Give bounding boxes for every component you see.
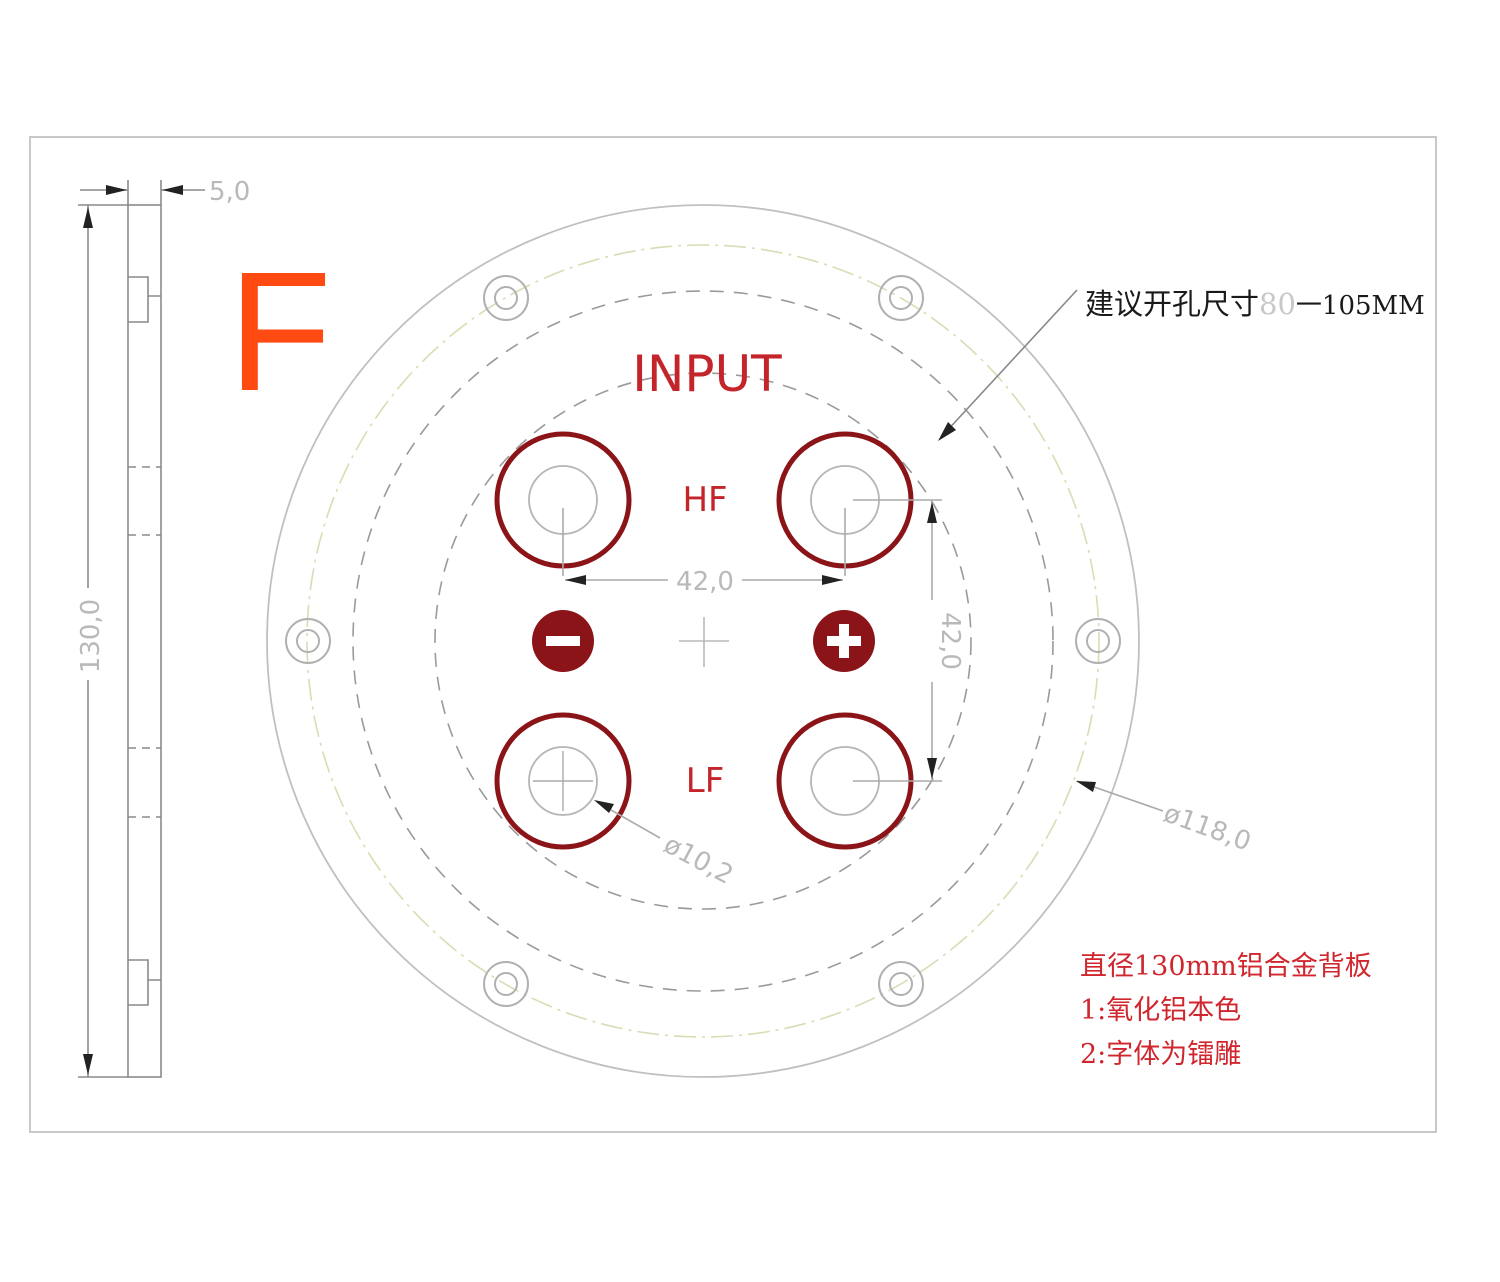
- cutout-range-start: 80: [1259, 287, 1296, 321]
- horizontal-spacing-label: 42,0: [676, 567, 734, 597]
- note-line-3: 2:字体为镭雕: [1080, 1039, 1241, 1070]
- vertical-spacing-dimension: [927, 502, 937, 779]
- center-mark: [679, 617, 729, 667]
- hole-diameter-label: ø10,2: [659, 830, 738, 891]
- horizontal-spacing-dimension: [565, 575, 843, 585]
- outer-diameter-leader: [1076, 780, 1164, 812]
- terminal-posts: [494, 431, 942, 850]
- cutout-callout: 建议开孔尺寸80一105MM: [1085, 287, 1425, 321]
- terminal-post-lf-minus: [494, 712, 632, 850]
- terminal-post-hf-minus: [494, 431, 632, 576]
- mounting-hole: [483, 961, 529, 1007]
- cutout-callout-text: 建议开孔尺寸: [1085, 287, 1259, 321]
- mounting-holes: [285, 275, 1121, 1007]
- hole-diameter-leader: [594, 800, 661, 839]
- side-view: [78, 180, 205, 1078]
- variant-letter: F: [228, 237, 332, 427]
- mounting-hole: [483, 275, 529, 321]
- minus-terminal-icon: [532, 610, 594, 672]
- cutout-range-end: 一105MM: [1296, 291, 1425, 321]
- note-line-2: 1:氧化铝本色: [1080, 995, 1241, 1026]
- plus-terminal-icon: [813, 610, 875, 672]
- mounting-hole: [285, 618, 331, 664]
- terminal-post-hf-plus: [776, 431, 942, 576]
- thickness-dimension-label: 5,0: [209, 177, 250, 207]
- mounting-hole: [878, 275, 924, 321]
- mounting-hole: [1075, 618, 1121, 664]
- input-title: INPUT: [632, 345, 782, 403]
- cutout-callout-leader: [938, 289, 1078, 441]
- hf-label: HF: [682, 480, 727, 520]
- terminal-post-lf-plus: [776, 712, 942, 850]
- lf-label: LF: [686, 761, 725, 801]
- note-line-1: 直径130mm铝合金背板: [1080, 951, 1372, 982]
- plate-outline: [266, 204, 1140, 1078]
- mounting-hole: [878, 961, 924, 1007]
- drawing-frame: [29, 136, 1437, 1133]
- outer-diameter-label: ø118,0: [1160, 798, 1255, 857]
- vertical-spacing-label: 42,0: [935, 612, 965, 670]
- height-dimension-label: 130,0: [76, 599, 106, 673]
